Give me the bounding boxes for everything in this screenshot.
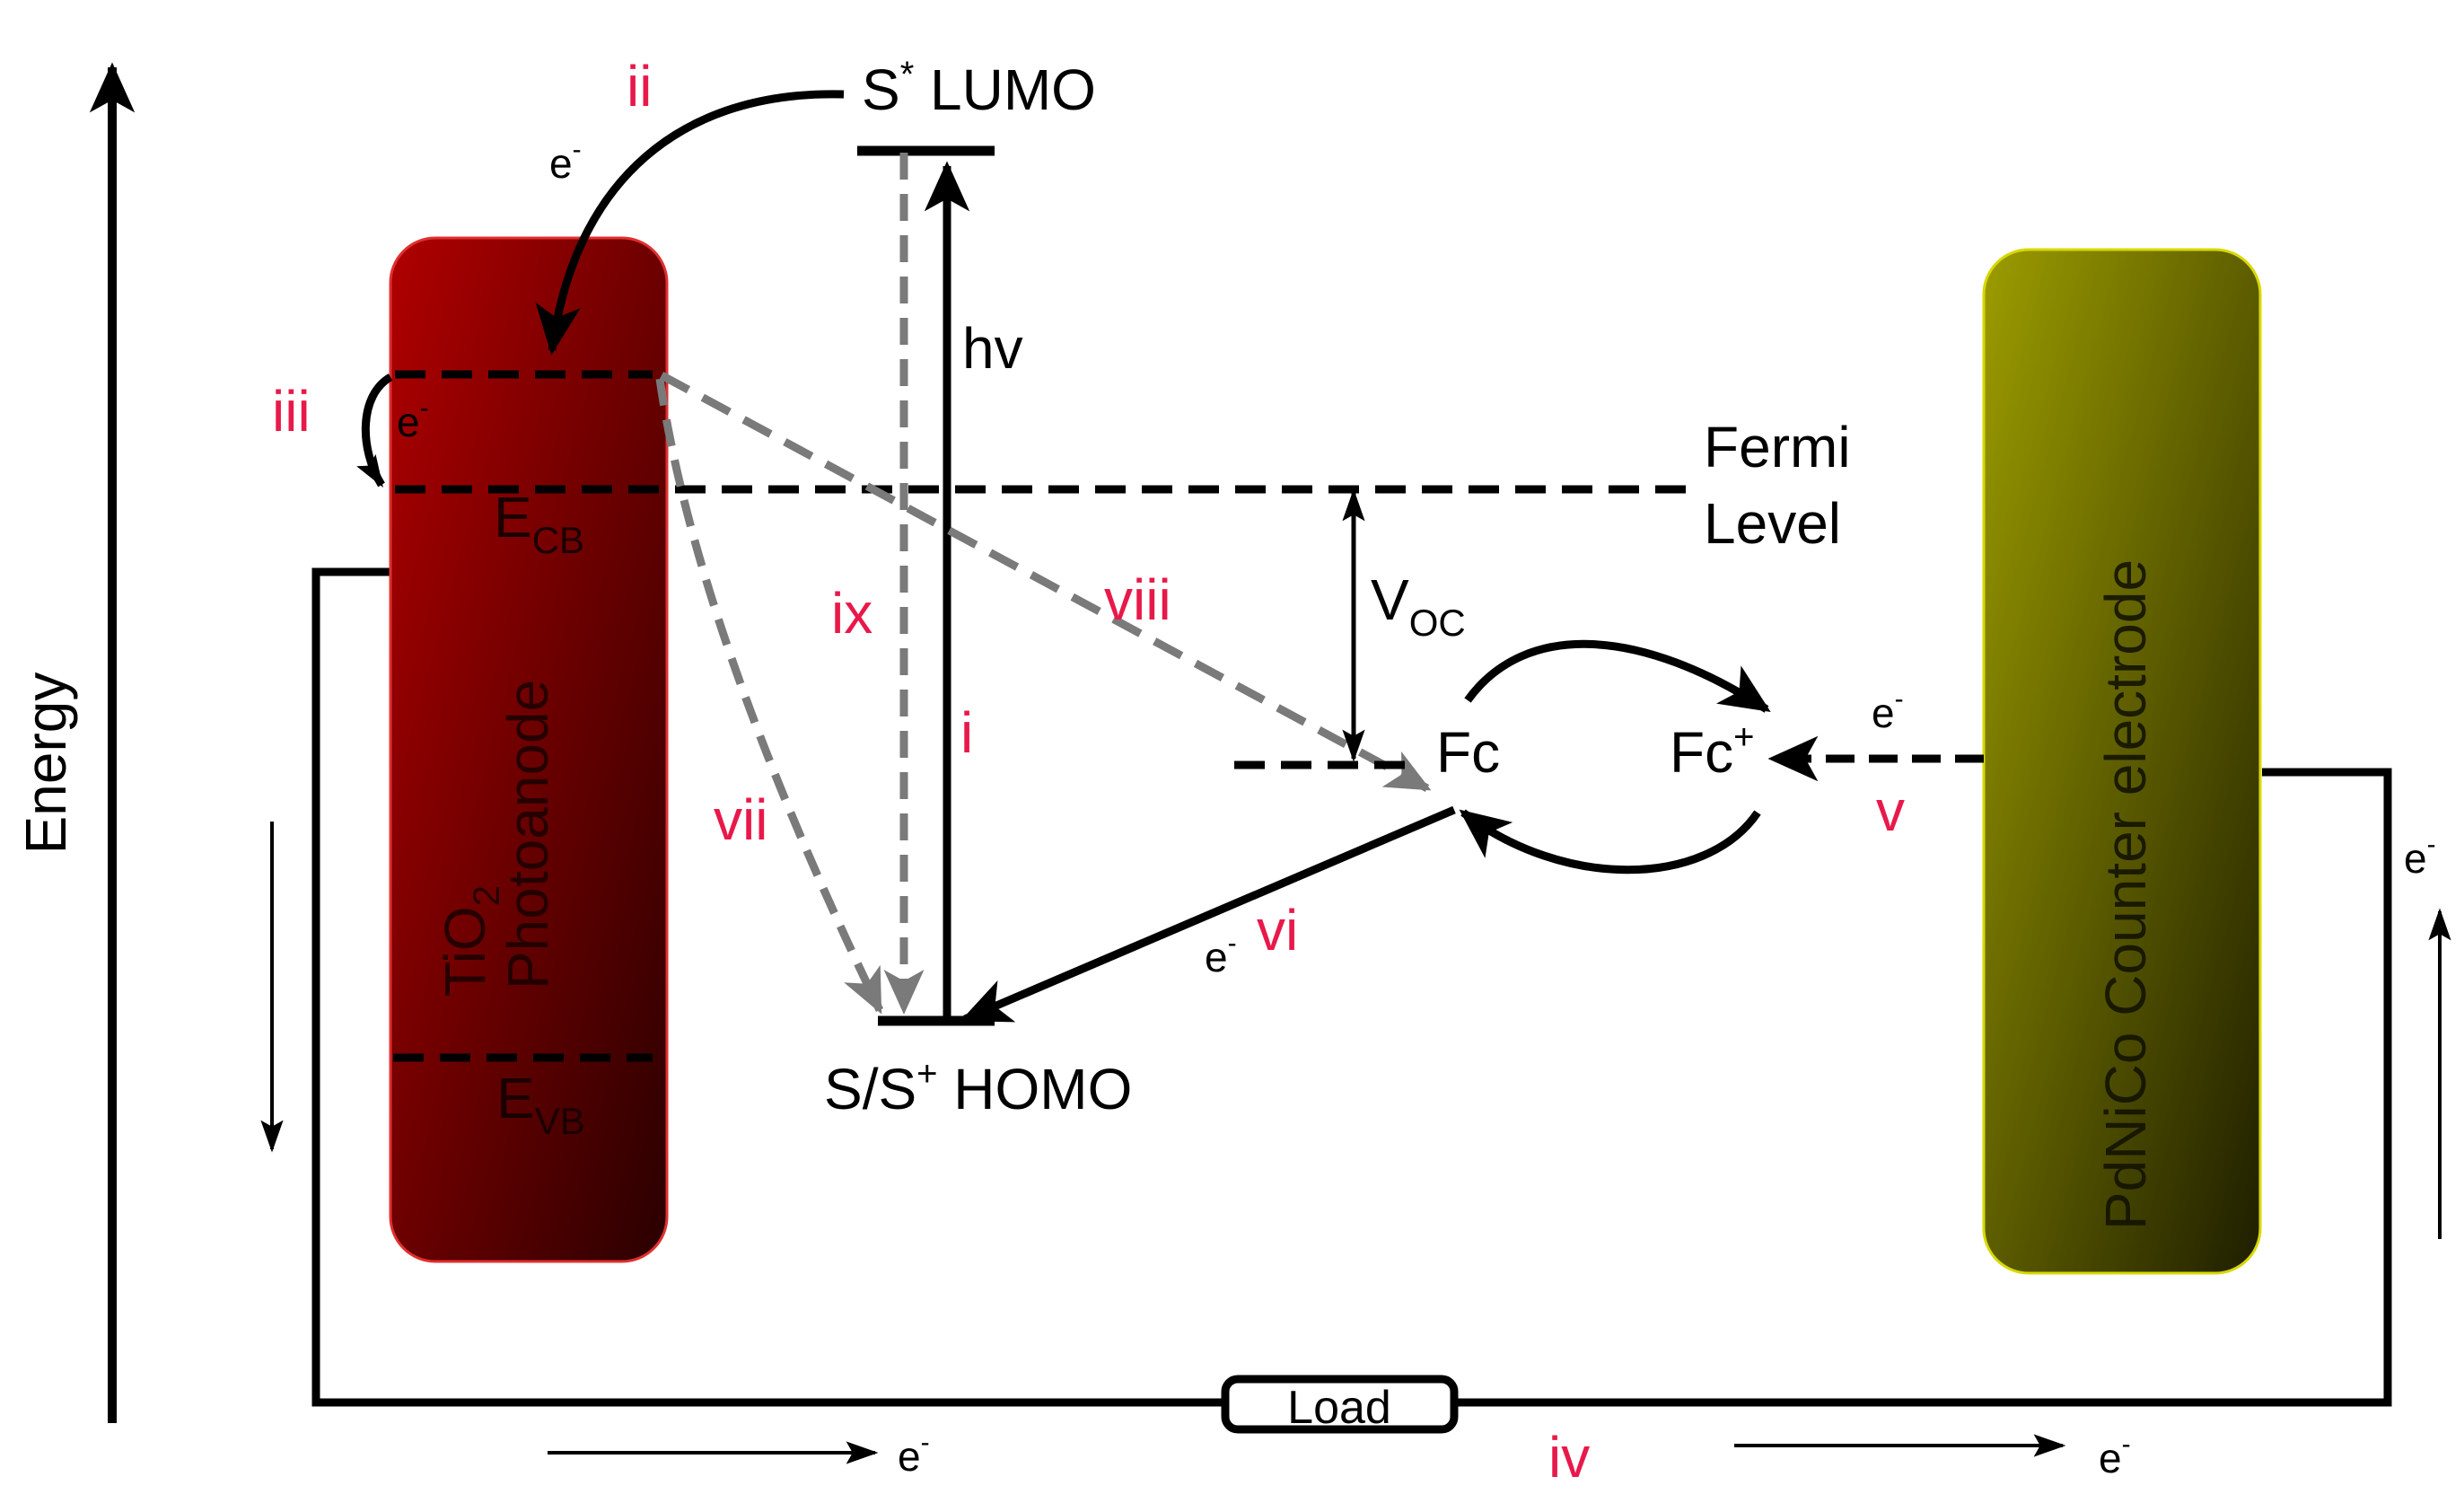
recombination-arrow-viii [659, 372, 1432, 792]
lumo-label: S* LUMO [862, 55, 1096, 122]
conduction-band-label: ECB [494, 485, 584, 561]
external-circuit-wire-right [1454, 768, 2392, 1407]
step-vii-label: vii [714, 787, 767, 852]
step-ix-label: ix [831, 581, 872, 646]
injection-arrow-ii [535, 90, 845, 356]
trap-relaxation-arrow-iii [356, 374, 393, 488]
photoanode-material: TiO2 [433, 885, 507, 997]
electron-label-v: e- [1872, 684, 1904, 736]
fermi-level-label-line2: Level [1704, 491, 1841, 556]
load-resistor [1221, 1375, 1459, 1434]
electron-label-vi: e- [1205, 928, 1237, 980]
recombination-arrow-vii [655, 378, 884, 1015]
regeneration-arrow-vi [960, 805, 1456, 1024]
oxidation-cycle-arrow [1464, 639, 1771, 713]
step-i-label: i [960, 700, 973, 765]
step-vi-label: vi [1257, 898, 1298, 962]
reduction-cycle-arrow [1459, 809, 1761, 875]
step-ii-label: ii [627, 54, 652, 119]
fermi-level-label-line1: Fermi [1704, 415, 1851, 479]
step-iv-label: iv [1548, 1425, 1590, 1490]
voc-label: VOC [1371, 567, 1466, 644]
electron-label-ii: e- [549, 135, 582, 187]
step-v-label: v [1876, 778, 1905, 843]
photoanode-block [389, 236, 669, 1263]
electron-label-bottom-right: e- [2099, 1429, 2131, 1481]
external-circuit-wire [311, 567, 1225, 1407]
fc-label: Fc [1436, 720, 1500, 785]
electron-label-bottom-left: e- [898, 1428, 930, 1480]
valence-band-label: EVB [496, 1066, 585, 1142]
homo-label: S/S+ HOMO [824, 1054, 1132, 1121]
load-label: Load [1287, 1382, 1391, 1434]
step-viii-label: viii [1104, 567, 1171, 632]
photoanode-label: Photoanode [495, 680, 560, 989]
electron-label-right: e- [2404, 830, 2436, 882]
electron-label-iii: e- [397, 393, 429, 445]
fc-plus-label: Fc+ [1670, 717, 1754, 785]
step-iii-label: iii [272, 379, 311, 444]
hv-label: hv [962, 316, 1023, 381]
energy-axis-label: Energy [13, 672, 78, 855]
counter-electrode-label: PdNiCo Counter electrode [2093, 559, 2158, 1230]
